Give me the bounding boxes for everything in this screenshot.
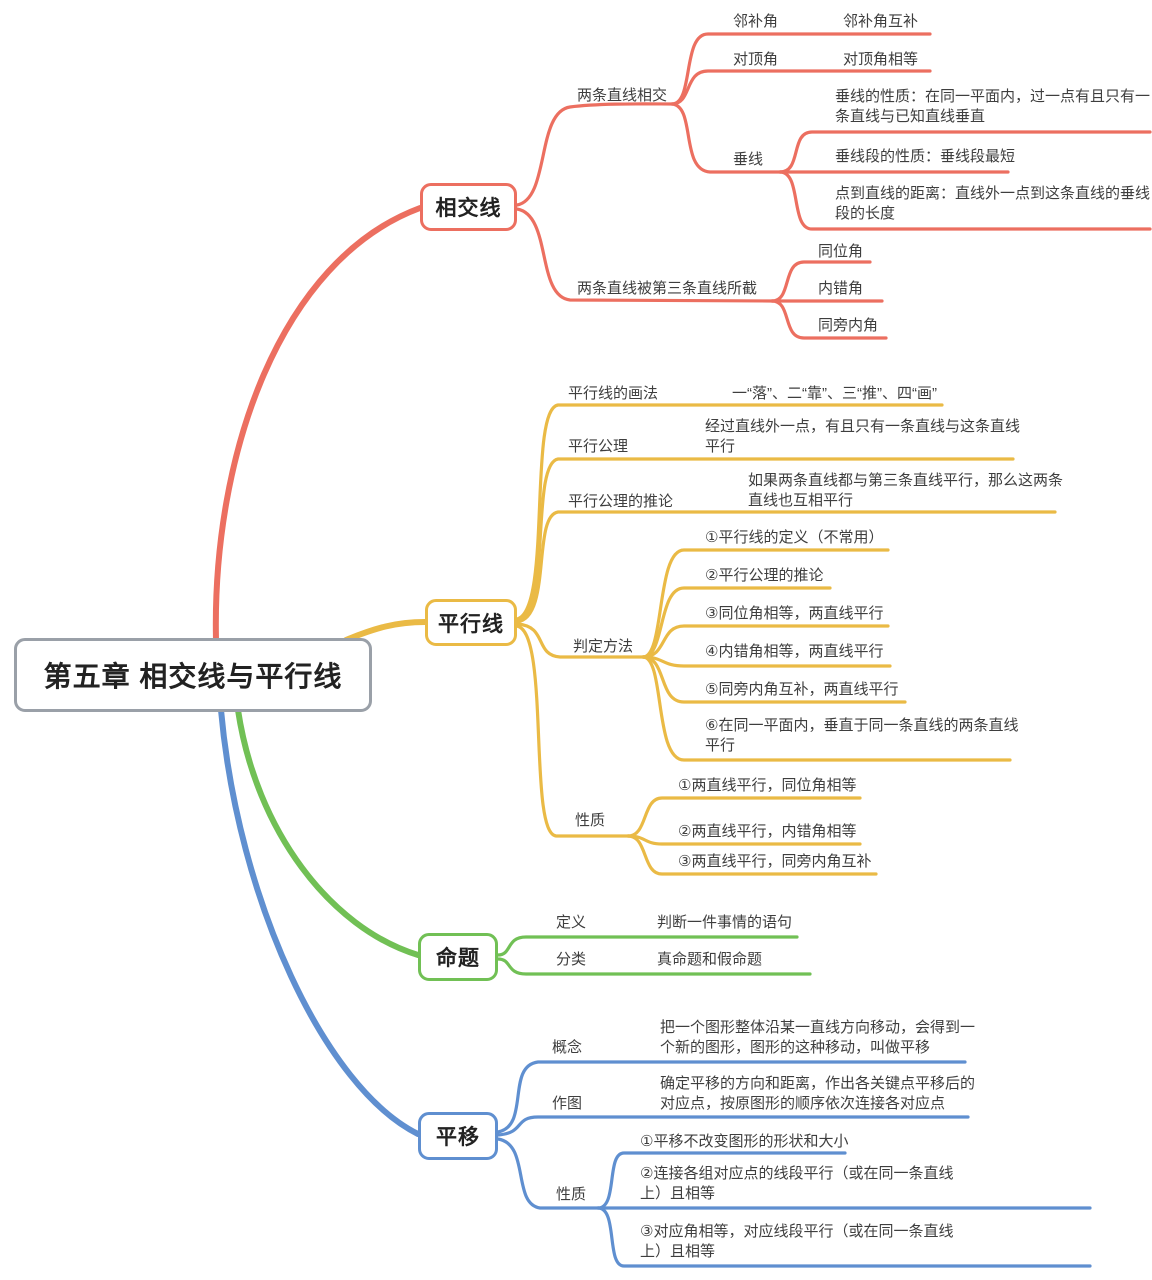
parallel-property-3[interactable]: ③两直线平行，同旁内角互补 (678, 853, 872, 870)
connector-judgment-5 (641, 655, 907, 704)
node-definition[interactable]: 定义 (556, 914, 587, 931)
connector-vertical-angles (670, 69, 932, 106)
connector-root-to-intersecting (212, 205, 423, 643)
translation-connectors (218, 707, 1092, 1268)
intersecting-lines-connectors (212, 32, 1152, 643)
note-postulate-corollary[interactable]: 如果两条直线都与第三条直线平行，那么这两条直线也互相平行 (748, 472, 1064, 509)
node-judgment-methods[interactable]: 判定方法 (573, 638, 634, 655)
connector-point-to-line (778, 170, 1152, 231)
judgment-method-3[interactable]: ③同位角相等，两直线平行 (705, 605, 884, 622)
connector-perpendicular-property (778, 130, 1152, 174)
parallel-property-1[interactable]: ①两直线平行，同位角相等 (678, 777, 857, 794)
note-perpendicular-property[interactable]: 垂线的性质：在同一平面内，过一点有且只有一条直线与已知直线垂直 (835, 88, 1151, 125)
judgment-method-5[interactable]: ⑤同旁内角互补，两直线平行 (705, 681, 899, 698)
connector-parallel-property-1 (626, 796, 862, 838)
node-translation[interactable]: 平移 (418, 1112, 498, 1160)
connector-root-to-proposition (235, 707, 421, 958)
judgment-method-4[interactable]: ④内错角相等，两直线平行 (705, 643, 884, 660)
note-parallel-postulate[interactable]: 经过直线外一点，有且只有一条直线与这条直线平行 (705, 418, 1021, 455)
node-perpendicular-line[interactable]: 垂线 (733, 151, 764, 168)
connector-construction (496, 1115, 970, 1137)
connector-postulate-corollary (515, 510, 1057, 624)
connector-judgment-6 (641, 655, 1012, 762)
node-construction[interactable]: 作图 (552, 1095, 583, 1112)
judgment-method-6[interactable]: ⑥在同一平面内，垂直于同一条直线的两条直线平行 (705, 717, 1019, 754)
parallel-property-2[interactable]: ②两直线平行，内错角相等 (678, 823, 857, 840)
note-point-to-line-distance[interactable]: 点到直线的距离：直线外一点到这条直线的垂线段的长度 (835, 185, 1151, 222)
node-vertical-angles[interactable]: 对顶角 (733, 51, 779, 68)
connector-definition (496, 935, 799, 957)
connector-judgment-2 (641, 586, 832, 659)
connector-perpendicular (670, 102, 782, 174)
connector-translation-property-1 (596, 1151, 847, 1210)
note-perpendicular-segment-property[interactable]: 垂线段的性质：垂线段最短 (835, 148, 1016, 165)
note-definition[interactable]: 判断一件事情的语句 (657, 914, 793, 931)
note-classification[interactable]: 真命题和假命题 (657, 951, 763, 968)
connector-parallel-properties (515, 624, 630, 838)
node-two-lines-cut-by-transversal[interactable]: 两条直线被第三条直线所截 (577, 280, 758, 297)
connector-concept (496, 1060, 967, 1134)
connector-consecutive-interior (770, 299, 888, 340)
connector-root-to-translation (218, 707, 421, 1137)
node-parallel-postulate[interactable]: 平行公理 (568, 438, 629, 455)
node-two-lines-intersect[interactable]: 两条直线相交 (577, 87, 668, 104)
note-vertical-angles-equal[interactable]: 对顶角相等 (843, 51, 919, 68)
connector-root-to-parallel (343, 619, 428, 643)
connector-judgment-methods (515, 622, 645, 659)
connector-parallel-property-3 (626, 834, 878, 876)
note-construction[interactable]: 确定平移的方向和距离，作出各关键点平移后的对应点，按原图形的顺序依次连接各对应点 (660, 1075, 976, 1112)
node-proposition[interactable]: 命题 (418, 933, 498, 981)
connector-parallel-postulate (515, 457, 1015, 623)
node-intersecting-lines[interactable]: 相交线 (420, 183, 517, 231)
proposition-connectors (235, 707, 812, 976)
node-classification[interactable]: 分类 (556, 951, 587, 968)
note-concept[interactable]: 把一个图形整体沿某一直线方向移动，会得到一个新的图形，图形的这种移动，叫做平移 (660, 1019, 976, 1056)
connector-two-lines-intersect (515, 102, 674, 207)
node-postulate-corollary[interactable]: 平行公理的推论 (568, 493, 674, 510)
node-parallel-properties[interactable]: 性质 (575, 812, 606, 829)
node-alternate-interior-angles[interactable]: 内错角 (818, 280, 864, 297)
connector-translation-property-3 (596, 1206, 1092, 1268)
node-corresponding-angles[interactable]: 同位角 (818, 243, 864, 260)
judgment-method-2[interactable]: ②平行公理的推论 (705, 567, 824, 584)
node-consecutive-interior-angles[interactable]: 同旁内角 (818, 317, 879, 334)
node-adjacent-angles[interactable]: 邻补角 (733, 13, 779, 30)
node-concept[interactable]: 概念 (552, 1039, 583, 1056)
translation-property-1[interactable]: ①平移不改变图形的形状和大小 (640, 1133, 849, 1150)
connector-translation-properties (496, 1137, 600, 1210)
node-translation-properties[interactable]: 性质 (556, 1186, 587, 1203)
node-parallel-lines[interactable]: 平行线 (425, 599, 517, 646)
connector-transversal (515, 207, 774, 303)
note-adjacent-angles-supplementary[interactable]: 邻补角互补 (843, 13, 919, 30)
connector-drawing-method (515, 403, 944, 621)
translation-property-3[interactable]: ③对应角相等，对应线段平行（或在同一条直线上）且相等 (640, 1223, 954, 1260)
translation-property-2[interactable]: ②连接各组对应点的线段平行（或在同一条直线上）且相等 (640, 1165, 954, 1202)
node-drawing-method[interactable]: 平行线的画法 (568, 385, 659, 402)
root-node[interactable]: 第五章 相交线与平行线 (14, 638, 372, 712)
judgment-method-1[interactable]: ①平行线的定义（不常用） (705, 529, 884, 546)
connector-classification (496, 957, 812, 976)
note-drawing-method[interactable]: 一“落”、二“靠”、三“推”、四“画” (732, 385, 937, 402)
parallel-lines-connectors (343, 403, 1057, 876)
